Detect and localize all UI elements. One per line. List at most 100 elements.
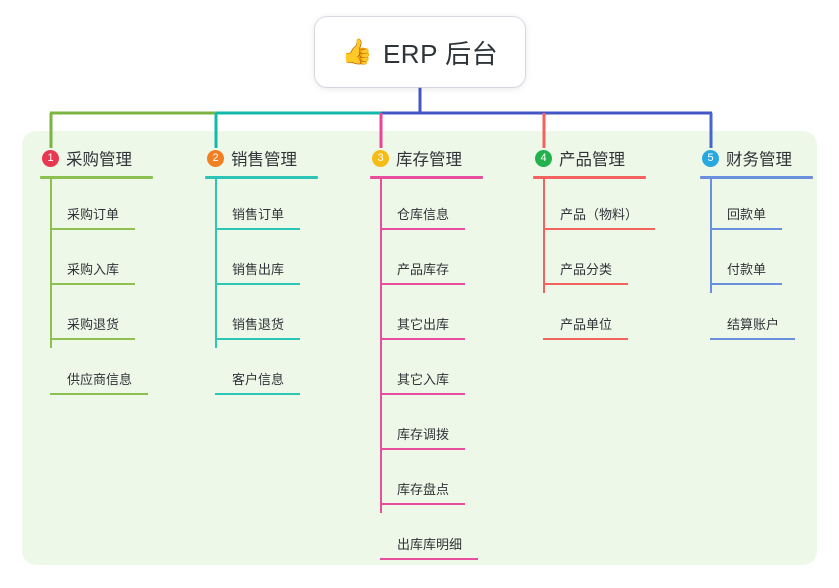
leaf-item[interactable]: 采购入库 — [40, 234, 153, 289]
leaf-item[interactable]: 回款单 — [700, 179, 813, 234]
leaf-item-rule — [380, 393, 465, 395]
leaf-item-rule — [215, 338, 300, 340]
leaf-item-rule — [380, 228, 465, 230]
column-header-rule — [40, 176, 153, 179]
leaf-item[interactable]: 采购退货 — [40, 289, 153, 344]
leaf-item-label: 其它入库 — [397, 372, 450, 387]
column-header[interactable]: 4 产品管理 — [533, 145, 646, 171]
leaf-item-label: 供应商信息 — [67, 372, 133, 387]
column-number-badge: 2 — [207, 149, 224, 167]
leaf-item-rule — [380, 558, 478, 560]
column-header-rule — [370, 176, 483, 179]
root-node[interactable]: 👍 ERP 后台 — [315, 17, 525, 87]
leaf-item[interactable]: 客户信息 — [205, 344, 318, 399]
leaf-item-label: 付款单 — [727, 262, 767, 277]
column-header[interactable]: 2 销售管理 — [205, 145, 318, 171]
column-title: 销售管理 — [231, 151, 297, 169]
column-title: 产品管理 — [559, 151, 625, 169]
column-spine — [710, 179, 712, 293]
root-node-label: ERP 后台 — [382, 38, 499, 69]
leaf-item-label: 销售订单 — [232, 207, 285, 222]
leaf-item-label: 采购退货 — [67, 317, 120, 332]
leaf-item-label: 客户信息 — [232, 372, 285, 387]
column-spine — [380, 179, 382, 513]
leaf-item[interactable]: 采购订单 — [40, 179, 153, 234]
leaf-item-label: 采购订单 — [67, 207, 120, 222]
leaf-item-label: 销售退货 — [232, 317, 285, 332]
column-title: 采购管理 — [66, 151, 132, 169]
leaf-item-rule — [710, 228, 782, 230]
column-产品管理: 4 产品管理产品（物料） 产品分类产品单位 — [533, 145, 655, 344]
leaf-item-label: 产品库存 — [397, 262, 450, 277]
thumbs-up-icon: 👍 — [341, 37, 373, 66]
leaf-item[interactable]: 出库库明细 — [370, 509, 483, 564]
leaf-item[interactable]: 其它出库 — [370, 289, 483, 344]
leaf-item[interactable]: 产品单位 — [533, 289, 646, 344]
column-header[interactable]: 1 采购管理 — [40, 145, 153, 171]
leaf-item-rule — [50, 393, 148, 395]
leaf-item-label: 回款单 — [727, 207, 767, 222]
leaf-item-rule — [215, 228, 300, 230]
leaf-item-rule — [710, 283, 782, 285]
leaf-item-rule — [380, 283, 465, 285]
leaf-item-rule — [215, 393, 300, 395]
column-spine — [50, 179, 52, 348]
leaf-item-label: 其它出库 — [397, 317, 450, 332]
column-items: 销售订单销售出库销售退货客户信息 — [205, 179, 318, 399]
leaf-item[interactable]: 产品库存 — [370, 234, 483, 289]
column-number-badge: 3 — [372, 149, 389, 167]
column-spine — [215, 179, 217, 348]
leaf-item-label: 库存盘点 — [397, 482, 450, 497]
column-number-badge: 1 — [42, 149, 59, 167]
leaf-item-label: 库存调拨 — [397, 427, 450, 442]
leaf-item-rule — [543, 228, 655, 230]
leaf-item[interactable]: 其它入库 — [370, 344, 483, 399]
leaf-item[interactable]: 仓库信息 — [370, 179, 483, 234]
leaf-item-rule — [543, 283, 628, 285]
leaf-item-label: 结算账户 — [727, 317, 780, 332]
leaf-item-rule — [380, 448, 465, 450]
leaf-item-rule — [543, 338, 628, 340]
column-采购管理: 1 采购管理采购订单采购入库采购退货供应商信息 — [40, 145, 153, 399]
column-财务管理: 5 财务管理回款单付款单结算账户 — [700, 145, 813, 344]
leaf-item[interactable]: 销售出库 — [205, 234, 318, 289]
leaf-item[interactable]: 结算账户 — [700, 289, 813, 344]
leaf-item-rule — [215, 283, 300, 285]
column-header-rule — [700, 176, 813, 179]
column-销售管理: 2 销售管理销售订单销售出库销售退货客户信息 — [205, 145, 318, 399]
leaf-item[interactable]: 产品（物料） — [533, 179, 655, 234]
leaf-item-label: 采购入库 — [67, 262, 120, 277]
leaf-item[interactable]: 库存盘点 — [370, 454, 483, 509]
leaf-item-rule — [380, 503, 465, 505]
column-items: 仓库信息产品库存其它出库其它入库库存调拨库存盘点出库库明细 — [370, 179, 483, 564]
leaf-item-label: 产品单位 — [560, 317, 613, 332]
column-number-badge: 5 — [702, 149, 719, 167]
column-title: 库存管理 — [396, 151, 462, 169]
diagram-panel — [22, 131, 817, 565]
leaf-item[interactable]: 付款单 — [700, 234, 813, 289]
column-header[interactable]: 3 库存管理 — [370, 145, 483, 171]
leaf-item-rule — [710, 338, 795, 340]
leaf-item-rule — [50, 338, 135, 340]
leaf-item-rule — [50, 228, 135, 230]
leaf-item-label: 产品（物料） — [560, 207, 639, 222]
leaf-item-rule — [50, 283, 135, 285]
column-items: 回款单付款单结算账户 — [700, 179, 813, 344]
column-header-rule — [533, 176, 646, 179]
leaf-item-label: 产品分类 — [560, 262, 613, 277]
leaf-item-rule — [380, 338, 465, 340]
leaf-item[interactable]: 产品分类 — [533, 234, 646, 289]
leaf-item[interactable]: 销售订单 — [205, 179, 318, 234]
column-title: 财务管理 — [726, 151, 792, 169]
column-header-rule — [205, 176, 318, 179]
leaf-item[interactable]: 销售退货 — [205, 289, 318, 344]
leaf-item-label: 销售出库 — [232, 262, 285, 277]
leaf-item-label: 出库库明细 — [397, 537, 463, 552]
leaf-item[interactable]: 库存调拨 — [370, 399, 483, 454]
column-库存管理: 3 库存管理仓库信息产品库存其它出库其它入库库存调拨库存盘点出库库明细 — [370, 145, 483, 564]
column-number-badge: 4 — [535, 149, 552, 167]
column-spine — [543, 179, 545, 293]
column-header[interactable]: 5 财务管理 — [700, 145, 813, 171]
leaf-item[interactable]: 供应商信息 — [40, 344, 153, 399]
